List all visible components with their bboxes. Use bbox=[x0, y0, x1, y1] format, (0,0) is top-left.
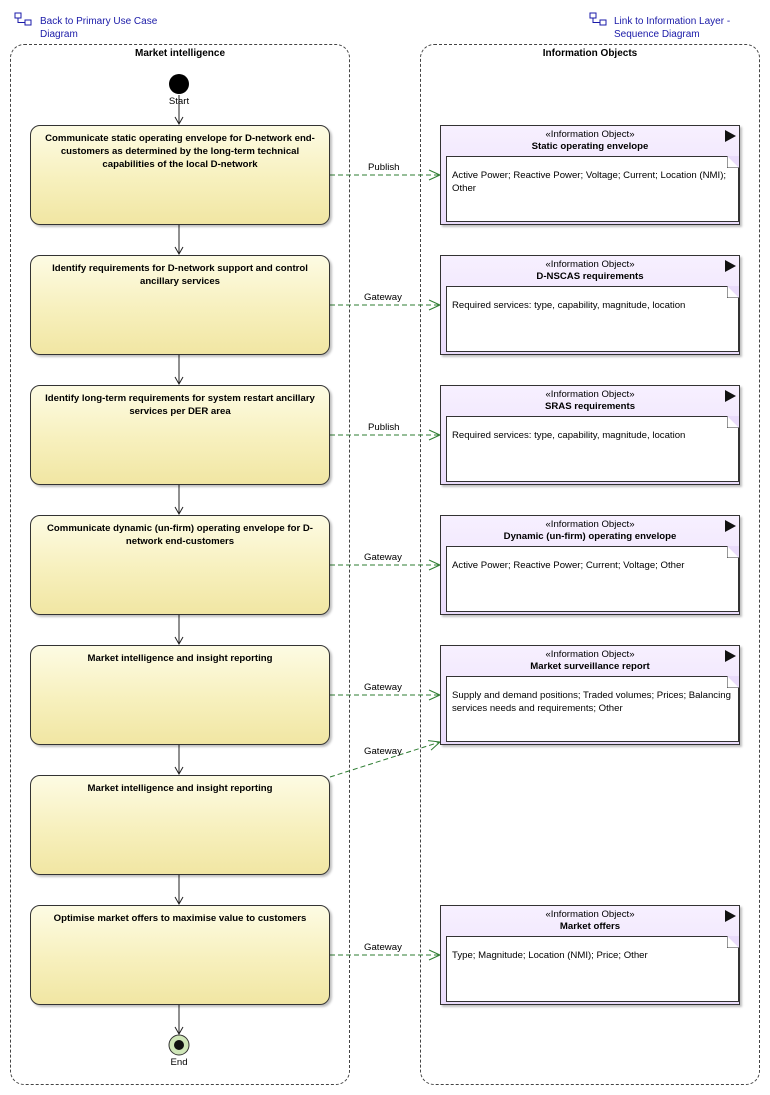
back-link-line2: Diagram bbox=[40, 29, 78, 40]
info-object-market-surveillance-report[interactable]: «Information Object» Market surveillance… bbox=[440, 645, 740, 745]
flow-label: Gateway bbox=[364, 746, 402, 757]
note-fold-icon bbox=[727, 546, 739, 558]
note-fold-icon bbox=[727, 286, 739, 298]
object-attributes: Supply and demand positions; Traded volu… bbox=[452, 690, 731, 714]
flow-label: Gateway bbox=[364, 552, 402, 563]
object-attributes-note: Active Power; Reactive Power; Current; V… bbox=[446, 546, 739, 612]
action-market-intelligence-reporting[interactable]: Market intelligence and insight reportin… bbox=[30, 645, 330, 745]
note-fold-icon bbox=[727, 676, 739, 688]
flag-icon bbox=[725, 130, 736, 142]
flag-icon bbox=[725, 650, 736, 662]
flag-icon bbox=[725, 520, 736, 532]
flow-label: Gateway bbox=[364, 682, 402, 693]
lane-title: Market intelligence bbox=[134, 48, 226, 59]
object-stereotype: «Information Object» bbox=[545, 649, 635, 660]
diagram-link-icon[interactable] bbox=[589, 12, 607, 26]
action-static-envelope[interactable]: Communicate static operating envelope fo… bbox=[30, 125, 330, 225]
info-link-line2: Sequence Diagram bbox=[614, 29, 700, 40]
object-attributes-note: Required services: type, capability, mag… bbox=[446, 286, 739, 352]
object-attributes: Type; Magnitude; Location (NMI); Price; … bbox=[452, 950, 648, 961]
object-attributes: Active Power; Reactive Power; Current; V… bbox=[452, 560, 685, 571]
flag-icon bbox=[725, 910, 736, 922]
object-flow bbox=[329, 740, 442, 778]
info-link-line1: Link to Information Layer - bbox=[614, 16, 731, 27]
flow-label: Gateway bbox=[364, 292, 402, 303]
object-stereotype: «Information Object» bbox=[545, 259, 635, 270]
note-fold-icon bbox=[727, 156, 739, 168]
start-node bbox=[169, 74, 189, 94]
object-attributes: Required services: type, capability, mag… bbox=[452, 430, 686, 441]
info-object-dnscas-requirements[interactable]: «Information Object» D-NSCAS requirement… bbox=[440, 255, 740, 355]
note-fold-icon bbox=[727, 936, 739, 948]
diagram-link-icon[interactable] bbox=[14, 12, 32, 26]
object-stereotype: «Information Object» bbox=[545, 129, 635, 140]
start-label: Start bbox=[168, 96, 190, 107]
object-stereotype: «Information Object» bbox=[545, 389, 635, 400]
object-attributes-note: Active Power; Reactive Power; Voltage; C… bbox=[446, 156, 739, 222]
object-name: Dynamic (un-firm) operating envelope bbox=[503, 531, 677, 542]
end-label: End bbox=[170, 1057, 188, 1068]
back-link-line1: Back to Primary Use Case bbox=[40, 16, 158, 27]
object-name: Static operating envelope bbox=[531, 141, 649, 152]
action-market-intelligence-reporting[interactable]: Market intelligence and insight reportin… bbox=[30, 775, 330, 875]
object-attributes-note: Required services: type, capability, mag… bbox=[446, 416, 739, 482]
flow-label: Gateway bbox=[364, 942, 402, 953]
action-sras-requirements[interactable]: Identify long-term requirements for syst… bbox=[30, 385, 330, 485]
flag-icon bbox=[725, 390, 736, 402]
lane-title: Information Objects bbox=[542, 48, 638, 59]
flow-label: Publish bbox=[368, 422, 400, 433]
action-dnscas-requirements[interactable]: Identify requirements for D-network supp… bbox=[30, 255, 330, 355]
object-name: D-NSCAS requirements bbox=[536, 271, 644, 282]
object-attributes: Required services: type, capability, mag… bbox=[452, 300, 686, 311]
note-fold-icon bbox=[727, 416, 739, 428]
object-attributes: Active Power; Reactive Power; Voltage; C… bbox=[452, 170, 727, 194]
info-object-sras-requirements[interactable]: «Information Object» SRAS requirements R… bbox=[440, 385, 740, 485]
object-attributes-note: Type; Magnitude; Location (NMI); Price; … bbox=[446, 936, 739, 1002]
object-name: Market surveillance report bbox=[530, 661, 650, 672]
flow-label: Publish bbox=[368, 162, 400, 173]
object-stereotype: «Information Object» bbox=[545, 519, 635, 530]
action-dynamic-envelope[interactable]: Communicate dynamic (un-firm) operating … bbox=[30, 515, 330, 615]
object-name: SRAS requirements bbox=[544, 401, 636, 412]
back-to-primary-use-case-link[interactable]: Back to Primary Use Case Diagram bbox=[40, 15, 157, 41]
object-attributes-note: Supply and demand positions; Traded volu… bbox=[446, 676, 739, 742]
flag-icon bbox=[725, 260, 736, 272]
object-name: Market offers bbox=[559, 921, 621, 932]
info-object-dynamic-operating-envelope[interactable]: «Information Object» Dynamic (un-firm) o… bbox=[440, 515, 740, 615]
object-stereotype: «Information Object» bbox=[545, 909, 635, 920]
info-object-market-offers[interactable]: «Information Object» Market offers Type;… bbox=[440, 905, 740, 1005]
action-optimise-market-offers[interactable]: Optimise market offers to maximise value… bbox=[30, 905, 330, 1005]
info-object-static-operating-envelope[interactable]: «Information Object» Static operating en… bbox=[440, 125, 740, 225]
link-to-information-layer[interactable]: Link to Information Layer - Sequence Dia… bbox=[614, 15, 730, 41]
